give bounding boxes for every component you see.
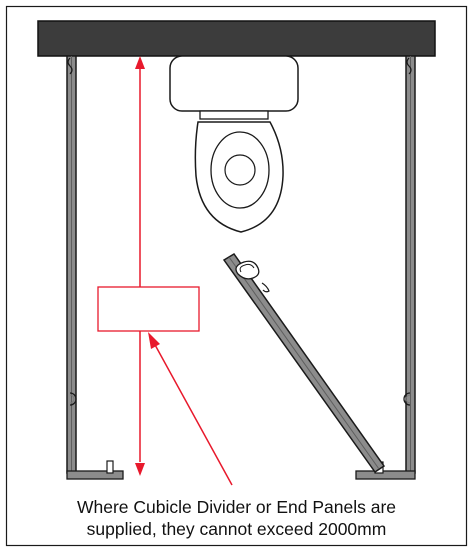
- toilet-cistern: [169, 55, 299, 112]
- pointer-arrow: [148, 332, 233, 486]
- right-foot: [355, 470, 416, 480]
- height-dimension-arrow: [135, 56, 145, 476]
- toilet-bowl-water: [224, 154, 256, 186]
- left-foot-stub: [106, 460, 114, 474]
- left-panel-hinge: [69, 392, 77, 406]
- caption-line-2: supplied, they cannot exceed 2000mm: [86, 519, 387, 539]
- open-door: [222, 252, 386, 474]
- right-panel-hinge: [403, 392, 411, 406]
- dimension-label-box: [97, 286, 200, 332]
- caption-line-1: Where Cubicle Divider or End Panels are: [76, 497, 397, 517]
- header-rail: [37, 20, 436, 57]
- left-foot: [66, 470, 124, 480]
- toilet-icon: [169, 55, 299, 233]
- right-panel: [403, 55, 416, 474]
- door-handle-icon: [235, 260, 260, 280]
- left-panel: [66, 55, 77, 474]
